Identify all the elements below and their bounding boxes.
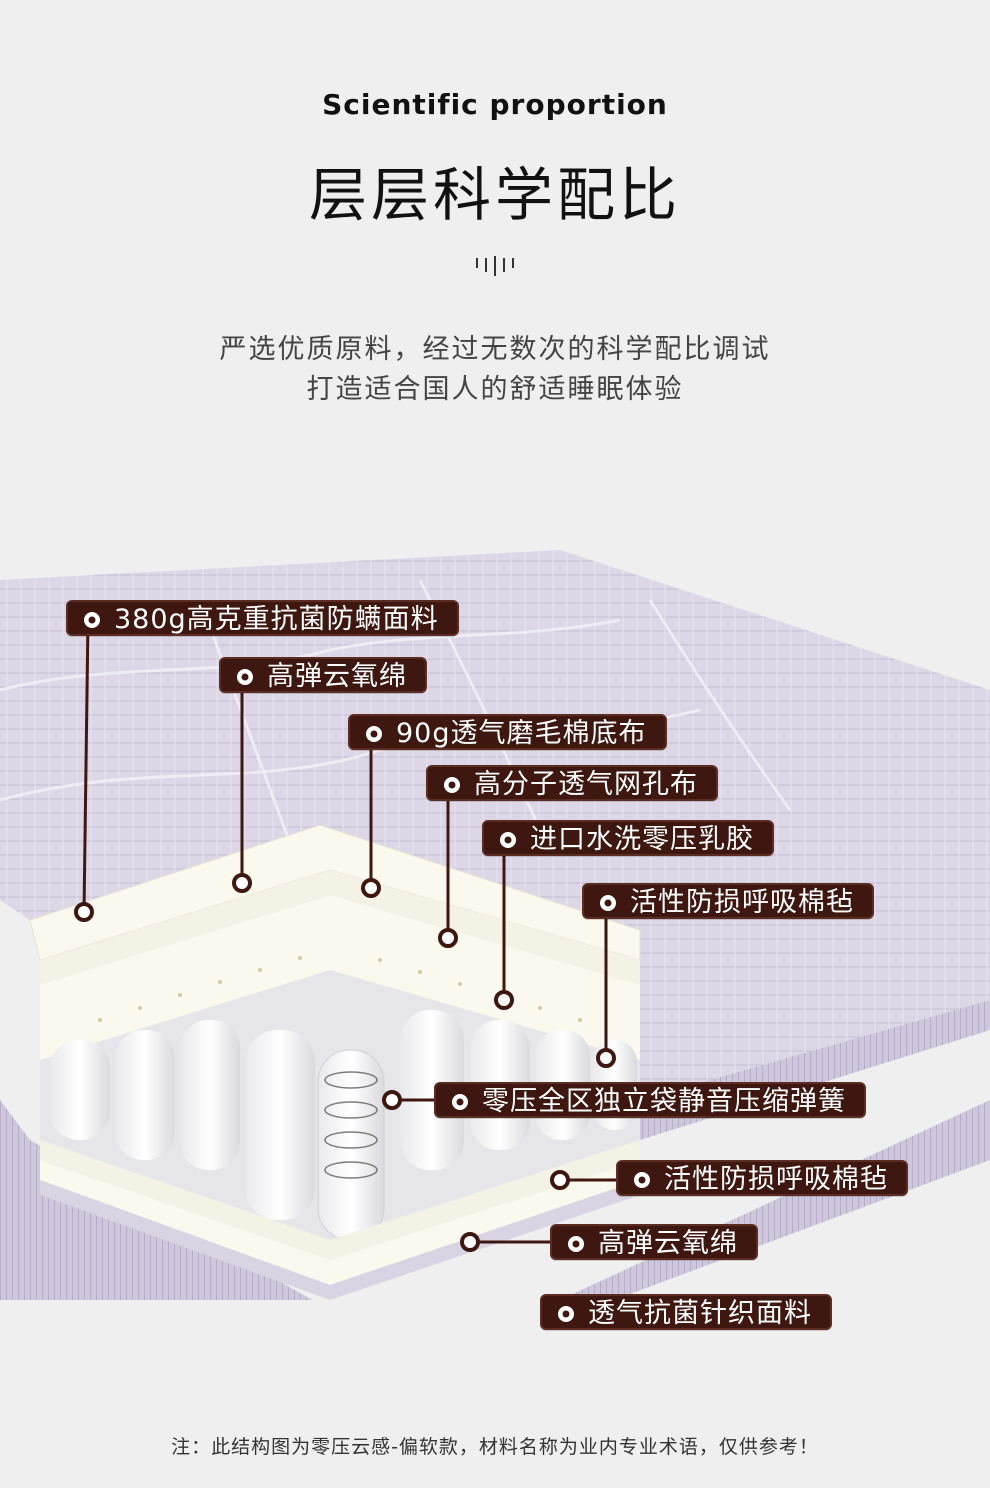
- layer-label-text: 高弹云氧绵: [598, 1228, 738, 1259]
- layer-label-bottom-fabric: 透气抗菌针织面料: [540, 1294, 832, 1330]
- section-description: 严选优质原料，经过无数次的科学配比调试 打造适合国人的舒适睡眠体验: [0, 330, 990, 410]
- layer-label-bottom-foam: 高弹云氧绵: [550, 1224, 758, 1260]
- bullet-icon: [568, 1236, 584, 1252]
- layer-label-text: 活性防损呼吸棉毡: [630, 887, 854, 918]
- layer-label-text: 进口水洗零压乳胶: [530, 824, 754, 855]
- bullet-icon: [634, 1172, 650, 1188]
- bullet-icon: [500, 832, 516, 848]
- layer-label-felt-bottom: 活性防损呼吸棉毡: [616, 1160, 908, 1196]
- layer-label-top-fabric: 380g高克重抗菌防螨面料: [66, 600, 459, 636]
- bullet-icon: [237, 669, 253, 685]
- bullet-icon: [84, 612, 100, 628]
- layer-label-top-foam: 高弹云氧绵: [219, 657, 427, 693]
- section-eyebrow: Scientific proportion: [322, 88, 668, 121]
- section-title: 层层科学配比: [308, 161, 681, 229]
- bullet-icon: [600, 895, 616, 911]
- layer-label-felt-top: 活性防损呼吸棉毡: [582, 883, 874, 919]
- layer-label-text: 90g透气磨毛棉底布: [396, 718, 647, 749]
- layer-label-text: 零压全区独立袋静音压缩弹簧: [482, 1086, 846, 1117]
- layer-label-springs: 零压全区独立袋静音压缩弹簧: [434, 1082, 866, 1118]
- bullet-icon: [452, 1094, 468, 1110]
- layer-label-text: 高分子透气网孔布: [474, 769, 698, 800]
- bullet-icon: [558, 1306, 574, 1322]
- divider-mark-icon: [476, 256, 514, 276]
- layer-label-text: 活性防损呼吸棉毡: [664, 1164, 888, 1195]
- layer-label-text: 透气抗菌针织面料: [588, 1298, 812, 1329]
- layer-label-latex: 进口水洗零压乳胶: [482, 820, 774, 856]
- footnote: 注：此结构图为零压云感-偏软款，材料名称为业内专业术语，仅供参考！: [171, 1436, 819, 1458]
- description-line-1: 严选优质原料，经过无数次的科学配比调试: [219, 334, 771, 365]
- layer-label-mesh: 高分子透气网孔布: [426, 765, 718, 801]
- bullet-icon: [366, 726, 382, 742]
- layer-label-text: 380g高克重抗菌防螨面料: [114, 604, 439, 635]
- layer-label-base-cloth: 90g透气磨毛棉底布: [348, 714, 667, 750]
- bullet-icon: [444, 777, 460, 793]
- description-line-2: 打造适合国人的舒适睡眠体验: [306, 374, 684, 405]
- layer-label-text: 高弹云氧绵: [267, 661, 407, 692]
